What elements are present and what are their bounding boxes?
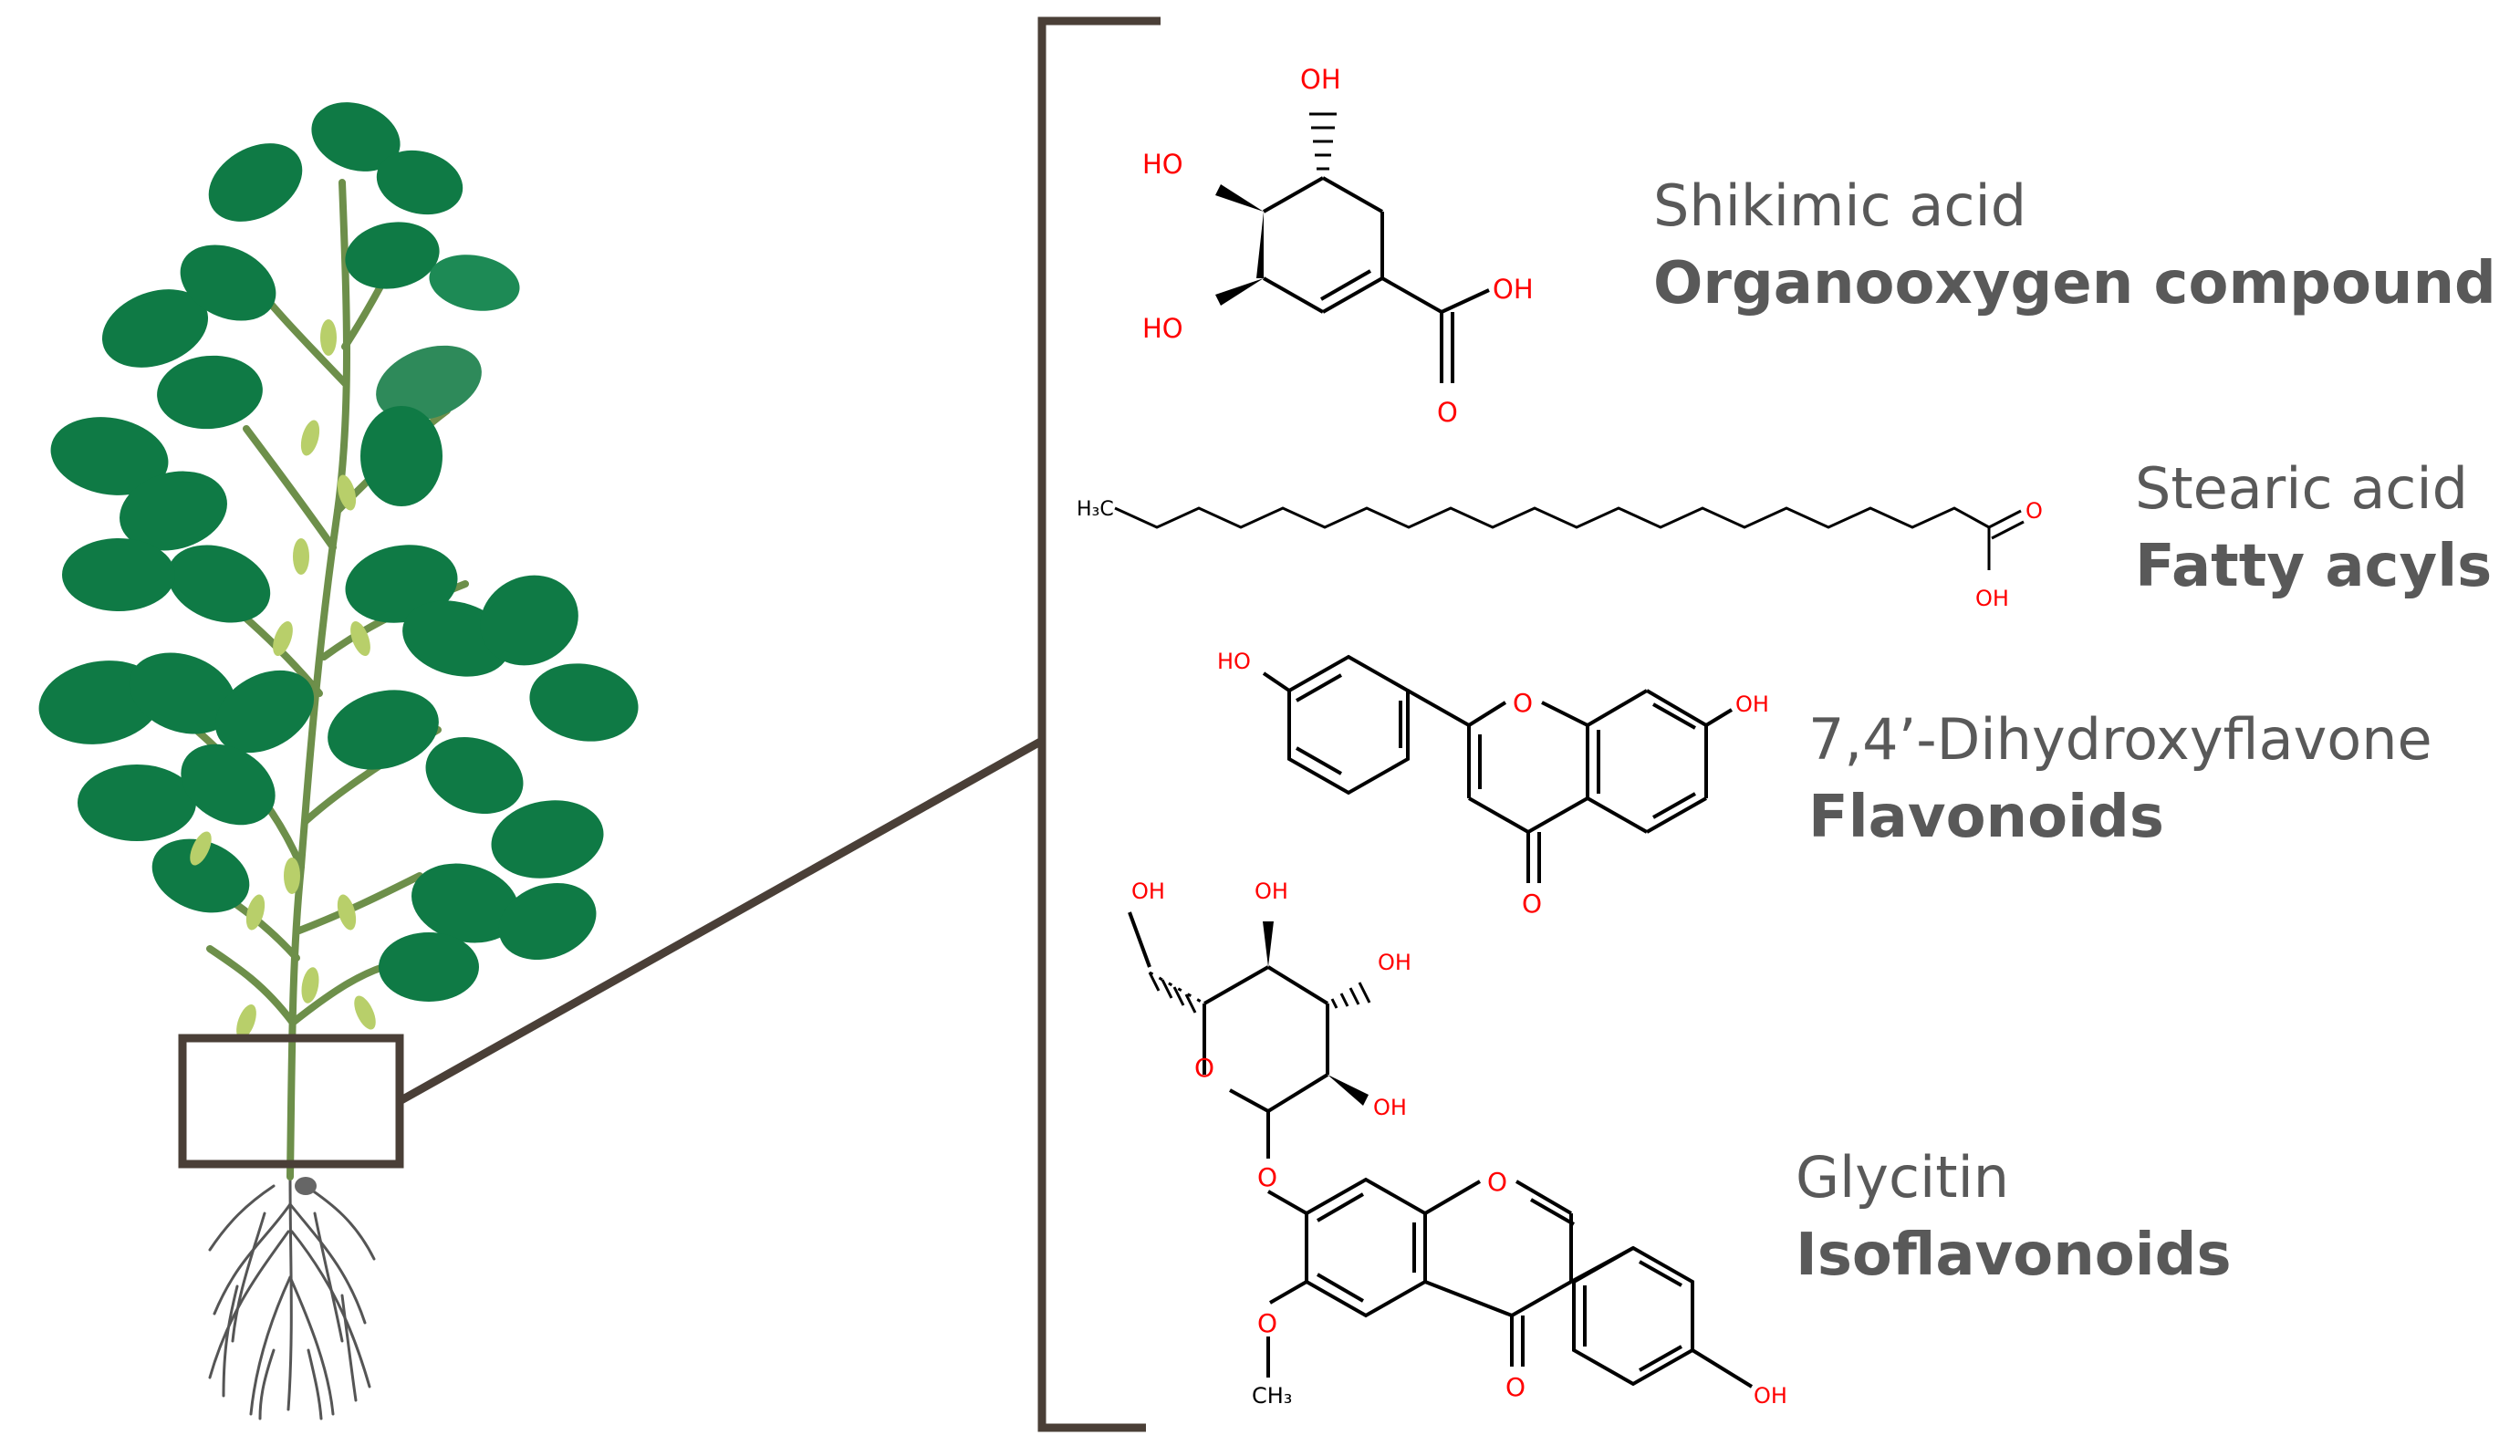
atom-label: O <box>2025 498 2043 524</box>
plant-roots <box>208 1175 376 1420</box>
compound-class: Organooxygen compound <box>1653 250 2496 317</box>
atom-label: OH <box>1131 879 1165 904</box>
shikimic-acid-structure: OH HO HO OH O <box>1142 64 1534 428</box>
atom-label: OH <box>1373 1095 1407 1120</box>
root-nodule <box>295 1177 317 1195</box>
compound-name: Shikimic acid <box>1653 172 2027 239</box>
atom-label: O <box>1257 1162 1277 1192</box>
soybean-plant-illustration <box>38 102 639 1420</box>
atom-label: O <box>1257 1308 1277 1338</box>
caption-dihydroxyflavone: 7,4’-Dihydroxyflavone Flavonoids <box>1808 706 2432 851</box>
wedge-bond <box>1215 278 1264 306</box>
atom-label: O <box>1513 688 1533 718</box>
hashed-bond <box>1330 982 1371 1009</box>
atom-label: O <box>1505 1372 1526 1402</box>
plant-pods <box>190 319 376 1040</box>
atom-label: O <box>1522 889 1542 919</box>
compound-class: Isoflavonoids <box>1796 1222 2232 1289</box>
atom-label: H₃C <box>1077 498 1114 521</box>
atom-label: OH <box>1255 879 1288 904</box>
atom-label: OH <box>1754 1383 1787 1409</box>
atom-label: HO <box>1217 649 1251 674</box>
zoom-connector-line <box>397 737 1045 1105</box>
dihydroxyflavone-structure: HO O O OH <box>1217 649 1769 919</box>
hashed-bond <box>1148 972 1197 1014</box>
compound-class: Flavonoids <box>1808 784 2164 851</box>
carbon-chain <box>1114 506 1990 529</box>
caption-stearic-acid: Stearic acid Fatty acyls <box>2135 455 2493 600</box>
glycitin-structure: OH OH OH OH O O O O O CH₃ OH <box>1128 879 1787 1409</box>
atom-label: OH <box>1378 950 1411 975</box>
plant-leaves <box>38 102 639 1002</box>
atom-label: HO <box>1142 313 1183 344</box>
atom-label: HO <box>1142 149 1183 180</box>
stearic-acid-structure: H₃C O OH <box>1077 498 2043 611</box>
wedge-bond <box>1263 921 1274 967</box>
atom-label: OH <box>1975 586 2009 611</box>
atom-label: O <box>1487 1167 1507 1197</box>
wedge-bond <box>1328 1075 1369 1106</box>
caption-shikimic-acid: Shikimic acid Organooxygen compound <box>1653 172 2496 317</box>
compound-bracket <box>1037 16 1161 1432</box>
atom-label: O <box>1194 1053 1214 1083</box>
wedge-bond <box>1215 184 1264 212</box>
compound-class: Fatty acyls <box>2135 533 2493 600</box>
wedge-bond <box>1256 212 1264 278</box>
atom-label: OH <box>1493 274 1534 305</box>
atom-label: CH₃ <box>1252 1383 1292 1409</box>
atom-label: OH <box>1300 64 1341 95</box>
atom-label: O <box>1437 397 1458 428</box>
hashed-bond <box>1309 112 1337 171</box>
compound-name: Stearic acid <box>2135 455 2468 522</box>
compound-name: 7,4’-Dihydroxyflavone <box>1808 706 2432 773</box>
compound-name: Glycitin <box>1796 1144 2010 1211</box>
caption-glycitin: Glycitin Isoflavonoids <box>1796 1144 2232 1289</box>
atom-label: OH <box>1735 692 1769 717</box>
